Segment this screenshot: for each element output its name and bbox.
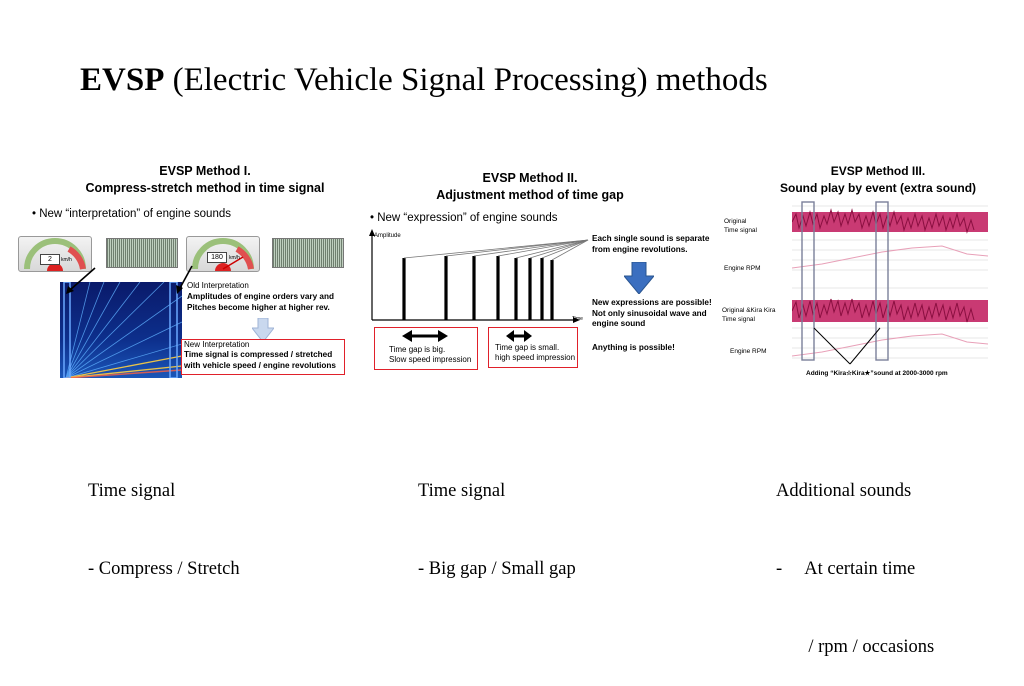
small-gap-box [488, 327, 578, 368]
label-orig-line1: Original [724, 218, 747, 225]
old-interpretation-text: Amplitudes of engine orders vary and Pit… [187, 292, 334, 313]
method2-caption-line2: - Big gap / Small gap [418, 559, 576, 579]
method3-caption-line2: - At certain time [776, 559, 916, 579]
impulse-timing-chart [369, 229, 589, 323]
method1-title-line1: EVSP Method I. [159, 164, 251, 178]
method2-bullet: • New “expression” of engine sounds [370, 212, 558, 224]
new-text-line2: with vehicle speed / engine revolutions [184, 360, 336, 370]
method3-caption-line1: Additional sounds [776, 481, 912, 501]
gauge-pointer-arrows [66, 265, 193, 294]
method1-title: EVSP Method I. Compress-stretch method i… [60, 163, 350, 197]
box1-line1: Time gap is big. [389, 345, 446, 354]
double-arrow-icon [506, 330, 532, 342]
method1-caption: Time signal - Compress / Stretch [88, 426, 240, 608]
old-interpretation-label: Old Interpretation [187, 281, 249, 290]
method2-caption: Time signal - Big gap / Small gap [418, 426, 576, 608]
method3-title-line2: Sound play by event (extra sound) [779, 181, 977, 195]
label-engine-rpm-2: Engine RPM [730, 348, 767, 355]
note2-line1: New expressions are possible! [592, 298, 712, 307]
signal-comparison-plot [792, 201, 988, 365]
method3-title: EVSP Method III. Sound play by event (ex… [762, 163, 994, 197]
label-kira-time-signal: Original &Kira Kira Time signal [722, 306, 775, 324]
new-interpretation-label: New Interpretation [184, 340, 250, 349]
box2-line1: Time gap is small. [495, 343, 560, 352]
big-gap-text: Time gap is big. Slow speed impression [389, 345, 471, 365]
label-original-time-signal: Original Time signal [724, 217, 757, 235]
note2-line3: engine sound [592, 319, 646, 328]
gauge2-value: 180 [207, 252, 227, 263]
gauge1-value: 2 [40, 254, 60, 265]
note-separate-sounds: Each single sound is separate from engin… [592, 234, 709, 255]
title-rest: (Electric Vehicle Signal Processing) met… [164, 62, 768, 98]
big-gap-box [374, 327, 478, 370]
adding-kira-note: Adding “Kira☆Kira★”sound at 2000-3000 rp… [806, 370, 948, 377]
note1-line2: from engine revolutions. [592, 244, 688, 254]
new-text-line1: Time signal is compressed / stretched [184, 350, 333, 359]
old-text-line1: Amplitudes of engine orders vary and [187, 292, 334, 301]
label-kira-line2: Time signal [722, 316, 755, 323]
gauge-icon [192, 238, 254, 271]
gauge2-unit: km/h [229, 255, 240, 261]
label-orig-line2: Time signal [724, 227, 757, 234]
method3-caption-line3: / rpm / occasions [776, 637, 935, 657]
waveform-thumbnail-2 [272, 238, 344, 268]
y-axis-label: Amplitude [374, 233, 401, 239]
method3-caption: Additional sounds - At certain time / rp… [776, 426, 934, 686]
new-interpretation-box [181, 339, 345, 375]
box1-line2: Slow speed impression [389, 355, 472, 364]
gauge1-unit: km/h [61, 257, 72, 263]
note2-line2: Not only sinusoidal wave and [592, 308, 707, 318]
new-interpretation-text: Time signal is compressed / stretched wi… [184, 350, 336, 371]
method2-title: EVSP Method II. Adjustment method of tim… [400, 170, 660, 204]
method1-caption-line2: - Compress / Stretch [88, 559, 240, 579]
down-arrow-icon [624, 262, 654, 294]
method2-title-line1: EVSP Method II. [482, 171, 578, 185]
label-kira-line1: Original &Kira Kira [722, 307, 776, 314]
method2-caption-line1: Time signal [418, 481, 506, 501]
note-new-expressions: New expressions are possible! Not only s… [592, 298, 712, 330]
double-arrow-icon [402, 330, 448, 342]
title-bold: EVSP [80, 62, 165, 98]
slide-title: EVSP (Electric Vehicle Signal Processing… [80, 62, 768, 99]
x-axis-label: Time [572, 316, 583, 322]
method1-title-line2: Compress-stretch method in time signal [85, 181, 325, 195]
method3-title-line1: EVSP Method III. [830, 164, 926, 178]
old-text-line2: Pitches become higher at higher rev. [187, 302, 330, 312]
box2-line2: high speed impression [495, 353, 576, 362]
method1-caption-line1: Time signal [88, 481, 176, 501]
label-engine-rpm-1: Engine RPM [724, 265, 761, 272]
spectrogram-image [60, 282, 182, 378]
down-arrow-icon [252, 318, 274, 342]
gauge-icon [24, 238, 86, 271]
note-anything-possible: Anything is possible! [592, 343, 675, 352]
method2-title-line2: Adjustment method of time gap [436, 188, 624, 202]
speedometer-low [18, 236, 92, 272]
small-gap-text: Time gap is small. high speed impression [495, 343, 575, 363]
method1-bullet: • New “interpretation” of engine sounds [32, 208, 231, 220]
waveform-thumbnail-1 [106, 238, 178, 268]
note1-line1: Each single sound is separate [592, 234, 710, 243]
